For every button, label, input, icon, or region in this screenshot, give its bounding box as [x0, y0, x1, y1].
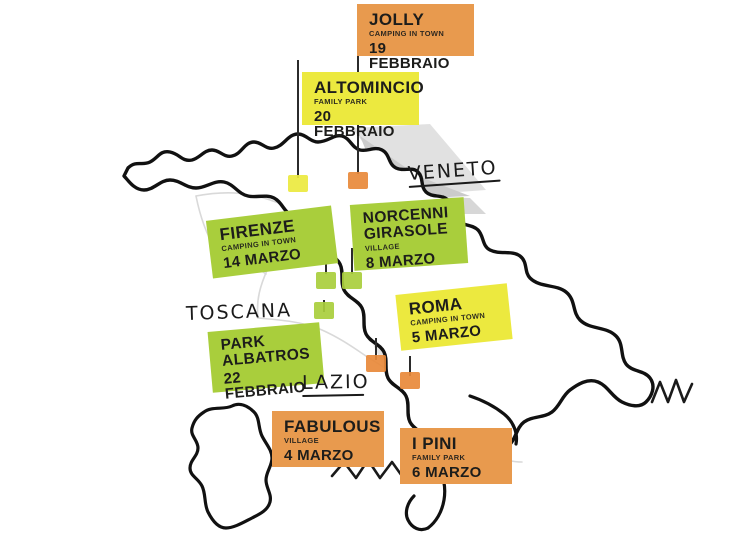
label-name: PARK ALBATROS [220, 333, 311, 370]
label-date: 19 FEBBRAIO [369, 39, 450, 72]
label-date: 4 MARZO [284, 446, 354, 464]
label-name: NORCENNI GIRASOLE [362, 204, 450, 244]
label-subtitle: FAMILY PARK [314, 97, 368, 106]
label-name: ALTOMINCIO [314, 78, 425, 97]
region-label-text: TOSCANA [185, 299, 293, 325]
label-name: I PINI [412, 434, 457, 453]
label-date: 20 FEBBRAIO [314, 107, 395, 140]
map-sardinia [188, 402, 274, 530]
pin-base [316, 272, 336, 289]
pin-pole [297, 60, 299, 178]
label-name: FABULOUS [284, 417, 381, 436]
label-subtitle: VILLAGE [284, 436, 319, 445]
label-name: JOLLY [369, 10, 425, 29]
pin-base [314, 302, 334, 319]
pin-base [400, 372, 420, 389]
label-subtitle: CAMPING IN TOWN [369, 29, 445, 38]
label-date: 6 MARZO [412, 463, 482, 481]
pin-base [366, 355, 386, 372]
pin-pole [351, 248, 353, 274]
pin-pole [409, 356, 411, 376]
pin-base [288, 175, 308, 192]
region-label-lazio: LAZIO [302, 371, 370, 397]
region-label-toscana: TOSCANA [186, 299, 293, 325]
label-subtitle: FAMILY PARK [412, 453, 466, 462]
pin-pole [375, 338, 377, 360]
pin-base [348, 172, 368, 189]
pin-base [342, 272, 362, 289]
region-label-text: LAZIO [301, 370, 370, 394]
